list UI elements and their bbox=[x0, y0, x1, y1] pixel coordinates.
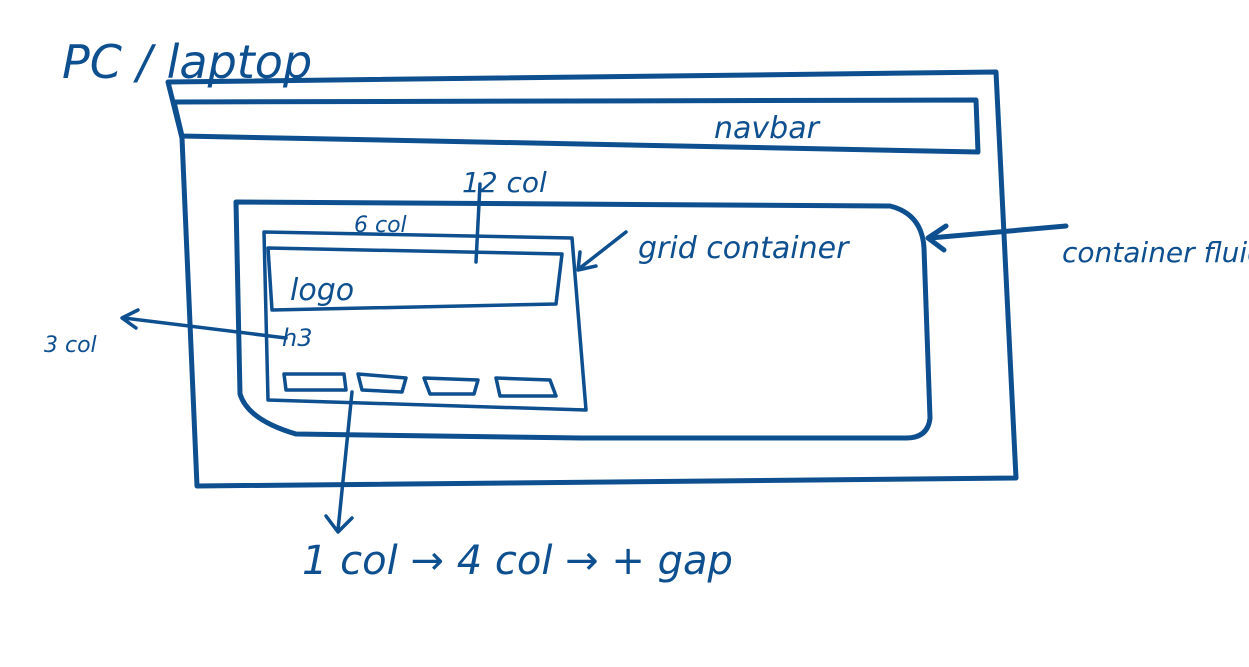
col-12-label: 12 col bbox=[462, 166, 547, 199]
button-4 bbox=[494, 376, 558, 398]
container-fluid-label: container fluid bbox=[1062, 236, 1249, 269]
grid-container-label: grid container bbox=[638, 231, 850, 266]
col-3-label: 3 col bbox=[44, 333, 97, 358]
container-fluid-arrow bbox=[925, 223, 1069, 253]
container-fluid-box bbox=[233, 199, 933, 441]
buttons-note: 1 col → 4 col → + gap bbox=[302, 538, 733, 584]
grid-container-label-text: grid container bbox=[638, 231, 850, 266]
logo-label: logo bbox=[290, 273, 354, 308]
buttons-arrow bbox=[324, 390, 354, 534]
navbar-label: navbar bbox=[714, 111, 821, 146]
button-1 bbox=[282, 372, 348, 392]
logo-box bbox=[266, 246, 564, 312]
grid-container-box bbox=[262, 230, 588, 412]
button-3 bbox=[422, 376, 480, 396]
navbar-bar bbox=[171, 97, 981, 155]
col-12-arrow bbox=[474, 182, 482, 264]
button-2 bbox=[356, 372, 408, 394]
button-row bbox=[282, 372, 558, 398]
col-3-arrow bbox=[120, 308, 288, 340]
grid-container-arrow bbox=[576, 230, 628, 272]
